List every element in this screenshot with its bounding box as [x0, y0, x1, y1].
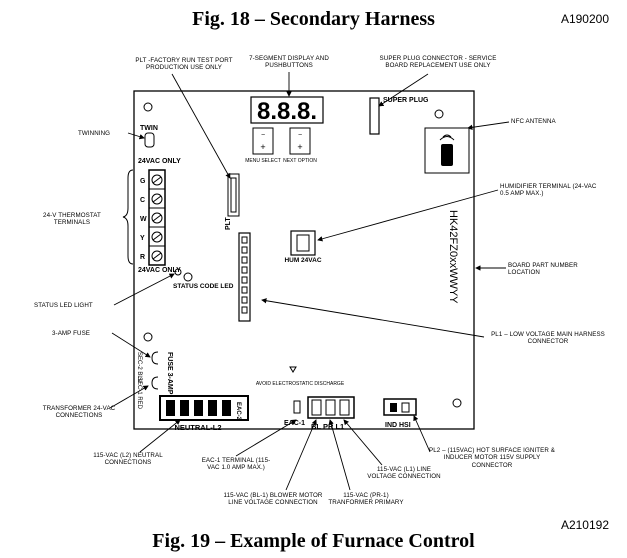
- svg-text:W: W: [140, 216, 147, 223]
- seven-segment-display: [250, 96, 324, 124]
- mount-hole: [143, 102, 153, 112]
- twin-label: TWIN: [140, 125, 158, 132]
- board-outline: [133, 90, 475, 430]
- bl-pr-l1-label: BL PR L1: [311, 422, 344, 431]
- sec1-label: SEC-1 RED: [136, 377, 142, 410]
- callout-eac1: EAC-1 TERMINAL (115-VAC 1.0 AMP MAX.): [201, 457, 271, 472]
- nfc-antenna: [424, 127, 470, 174]
- ind-hsi-label: IND HSI: [385, 422, 411, 429]
- eac1-terminal: [293, 400, 301, 414]
- next-option-button: [289, 127, 311, 155]
- callout-twinning: TWINNING: [78, 130, 111, 137]
- avoid-esd-label: AVOID ELECTROSTATIC DISCHARGE: [256, 381, 345, 387]
- svg-text:−: −: [298, 132, 302, 139]
- pl1-connector: [238, 232, 251, 322]
- callout-pl1: PL1 – LOW VOLTAGE MAIN HARNESS CONNECTOR: [491, 331, 605, 346]
- callout-fuse: 3-AMP FUSE: [52, 330, 91, 337]
- superplug-label: SUPER PLUG: [383, 97, 429, 104]
- thermostat-terminal-block: [148, 169, 166, 266]
- part-number: HK42FZ0xxWWYY: [447, 210, 459, 304]
- neutral-l2-connector: [159, 395, 249, 421]
- callout-humidifier: HUMIDIFIER TERMINAL (24-VAC 0.5 AMP MAX.…: [500, 183, 597, 198]
- bl-pr-l1-connector: [307, 396, 355, 419]
- fuse-label: FUSE 3-AMP: [166, 352, 173, 395]
- callout-neutral: 115-VAC (L2) NEUTRAL CONNECTIONS: [93, 452, 163, 467]
- figure-18-title: Fig. 18 – Secondary Harness: [192, 8, 435, 30]
- mount-hole: [452, 398, 462, 408]
- status-led: [174, 268, 182, 276]
- callout-transformer: TRANSFORMER 24-VAC CONNECTIONS: [42, 405, 116, 420]
- svg-text:Y: Y: [140, 235, 145, 242]
- svg-text:+: +: [297, 142, 302, 152]
- neutral-label: NEUTRAL-L2: [174, 423, 221, 432]
- sec2-label: SEC-2 BLU: [136, 352, 142, 383]
- eac2-label: EAC-2: [235, 402, 241, 421]
- menu-select-label: MENU SELECT: [245, 158, 281, 164]
- callout-pr1: 115-VAC (PR-1) TRANFORMER PRIMARY: [328, 492, 404, 507]
- figure-18-ref: A190200: [560, 12, 609, 26]
- callout-plt: PLT -FACTORY RUN TEST PORT PRODUCTION US…: [135, 57, 233, 72]
- twin-connector: [144, 132, 155, 148]
- mount-hole: [434, 109, 444, 119]
- callout-pl2: PL2 – (115VAC) HOT SURFACE IGNITER & IND…: [428, 447, 555, 469]
- callout-bl1: 115-VAC (BL-1) BLOWER MOTOR LINE VOLTAGE…: [223, 492, 323, 507]
- callout-superplug: SUPER PLUG CONNECTOR - SERVICE BOARD REP…: [379, 55, 497, 70]
- svg-text:R: R: [140, 254, 145, 261]
- hum-terminal: [290, 230, 316, 256]
- callout-segment-display: 7-SEGMENT DISPLAY AND PUSHBUTTONS: [249, 55, 329, 70]
- svg-text:+: +: [260, 142, 265, 152]
- hum-label: HUM 24VAC: [284, 257, 321, 264]
- callout-nfc: NFC ANTENNA: [511, 118, 556, 125]
- callout-l1: 115-VAC (L1) LINE VOLTAGE CONNECTION: [367, 466, 441, 481]
- vac24-bottom-label: 24VAC ONLY: [138, 267, 181, 274]
- mount-hole: [143, 332, 153, 342]
- figure-19-title: Fig. 19 – Example of Furnace Control: [152, 530, 475, 552]
- superplug-connector: [369, 97, 380, 135]
- callout-board-part: BOARD PART NUMBER LOCATION: [508, 262, 578, 277]
- callout-status-led: STATUS LED LIGHT: [34, 302, 93, 309]
- next-option-label: NEXT OPTION: [283, 158, 317, 164]
- ind-hsi-connector: [383, 398, 417, 416]
- menu-select-button: [252, 127, 274, 155]
- callout-thermostat: 24-V THERMOSTAT TERMINALS: [43, 212, 101, 227]
- display-digits: 8.8.8.: [257, 98, 317, 125]
- figure-19-ref: A210192: [560, 518, 609, 532]
- svg-text:−: −: [261, 132, 265, 139]
- svg-text:G: G: [140, 178, 146, 185]
- mount-hole: [183, 272, 193, 282]
- status-label: STATUS CODE LED: [173, 283, 234, 290]
- vac24-top-label: 24VAC ONLY: [138, 158, 181, 165]
- plt-label: PLT: [225, 217, 232, 230]
- fuse: [151, 351, 159, 365]
- svg-text:C: C: [140, 197, 145, 204]
- plt-port: [227, 173, 240, 217]
